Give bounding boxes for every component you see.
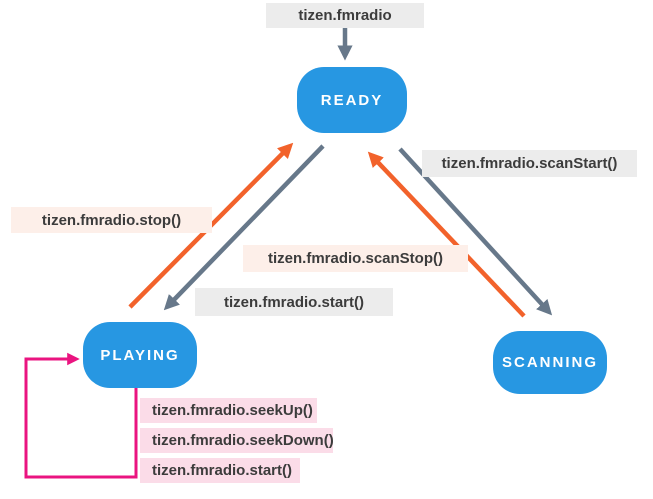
- state-scanning: SCANNING: [493, 331, 607, 394]
- arrow-ready-to-playing: [163, 144, 325, 311]
- transition-label-scanstop: tizen.fmradio.scanStop(): [243, 245, 468, 272]
- transition-label-scanstart: tizen.fmradio.scanStart(): [422, 150, 637, 177]
- state-playing: PLAYING: [83, 322, 197, 388]
- arrow-scanning-to-ready: [367, 151, 526, 318]
- transition-label-seekdown: tizen.fmradio.seekDown(): [140, 428, 334, 453]
- arrow-playing-self-loop: [24, 352, 138, 479]
- transition-label-stop: tizen.fmradio.stop(): [11, 207, 212, 233]
- transition-label-start: tizen.fmradio.start(): [195, 288, 393, 316]
- state-ready: READY: [297, 67, 407, 133]
- entry-label: tizen.fmradio: [266, 3, 424, 28]
- transition-label-start-self: tizen.fmradio.start(): [140, 458, 300, 483]
- transition-label-seekup: tizen.fmradio.seekUp(): [140, 398, 317, 423]
